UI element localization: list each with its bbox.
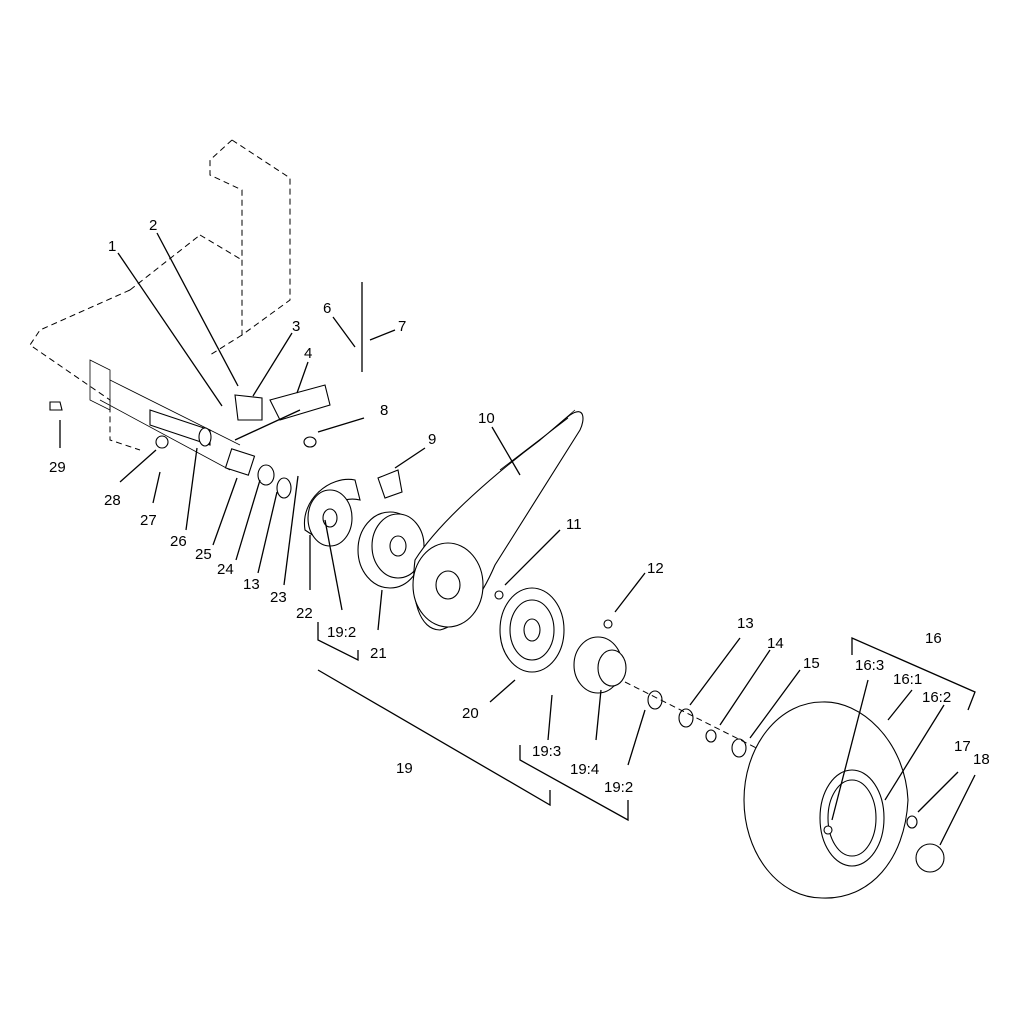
callout-16-3: 16:3	[855, 657, 884, 674]
callout-12: 12	[647, 560, 664, 577]
callout-6: 6	[323, 300, 331, 317]
callout-28: 28	[104, 492, 121, 509]
callout-10: 10	[478, 410, 495, 427]
callout-26: 26	[170, 533, 187, 550]
callout-20: 20	[462, 705, 479, 722]
callout-16: 16	[925, 630, 942, 647]
callout-19: 19	[396, 760, 413, 777]
callout-15: 15	[803, 655, 820, 672]
callout-23: 23	[270, 589, 287, 606]
callout-labels: 1 2 3 4 6 7 8 9 10 11 12 13 14 15 16 16:…	[49, 217, 990, 796]
callout-13-left: 13	[243, 576, 260, 593]
callout-19-3: 19:3	[532, 743, 561, 760]
callout-2: 2	[149, 217, 157, 234]
callout-9: 9	[428, 431, 436, 448]
callout-21: 21	[370, 645, 387, 662]
callout-11: 11	[566, 516, 582, 533]
callout-29: 29	[49, 459, 66, 476]
callout-27: 27	[140, 512, 157, 529]
callout-3: 3	[292, 318, 300, 335]
callout-4: 4	[304, 345, 312, 362]
leader-lines	[59, 232, 976, 846]
callout-22: 22	[296, 605, 313, 622]
tire-wheel	[743, 701, 945, 899]
callout-24: 24	[217, 561, 234, 578]
callout-7: 7	[398, 318, 406, 335]
callout-25: 25	[195, 546, 212, 563]
callout-8: 8	[380, 402, 388, 419]
callout-16-1: 16:1	[893, 671, 922, 688]
callout-19-4: 19:4	[570, 761, 599, 778]
wheel-hub	[573, 619, 841, 791]
callout-1: 1	[108, 238, 116, 255]
brake-drum	[357, 511, 425, 589]
brake-assembly	[234, 282, 403, 547]
callout-14: 14	[767, 635, 784, 652]
callout-19-2-right: 19:2	[604, 779, 633, 796]
callout-13-right: 13	[737, 615, 754, 632]
callout-18: 18	[973, 751, 990, 768]
callout-17: 17	[954, 738, 971, 755]
axle-assembly	[49, 401, 292, 499]
belt-pulley	[412, 409, 584, 673]
callout-19-2-left: 19:2	[327, 624, 356, 641]
frame-phantom	[29, 139, 291, 471]
callout-16-2: 16:2	[922, 689, 951, 706]
